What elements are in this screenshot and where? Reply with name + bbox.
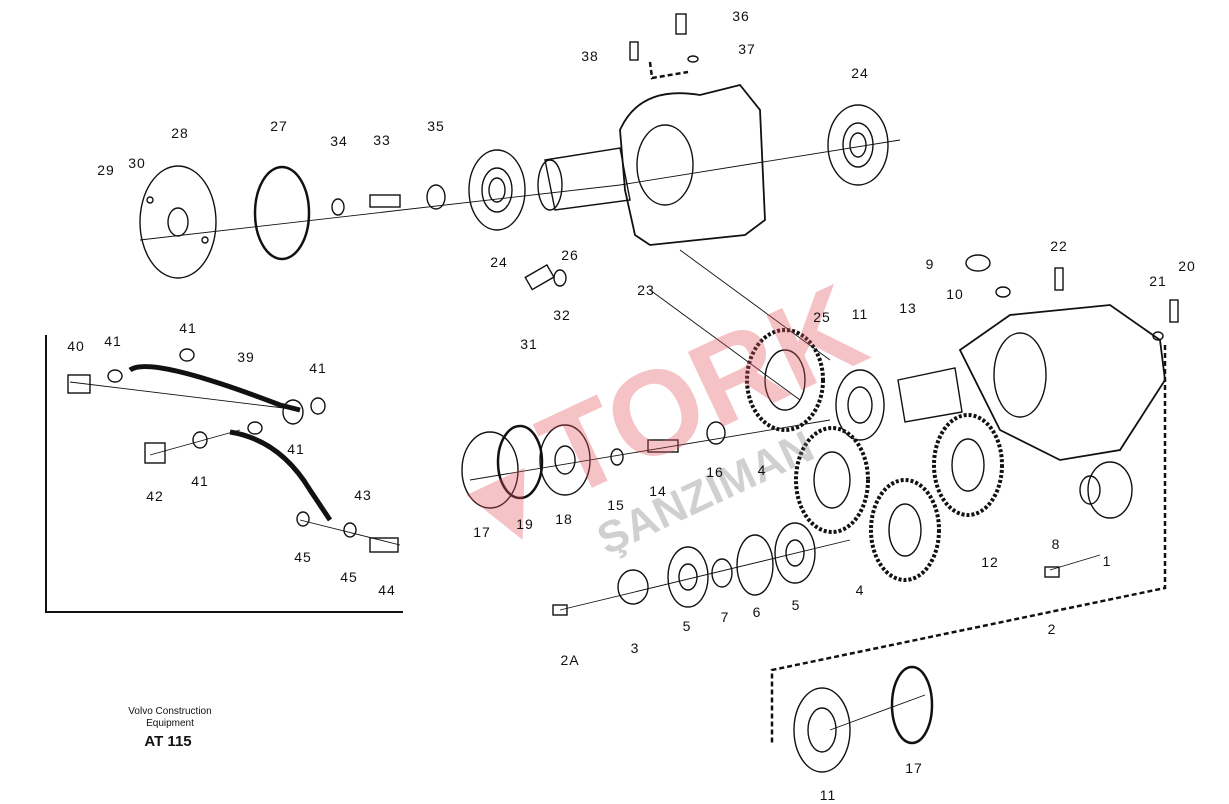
- part-label: 24: [490, 254, 508, 270]
- part-label: 11: [851, 306, 869, 322]
- part-label: 20: [1178, 258, 1196, 274]
- part-label: 30: [128, 155, 146, 171]
- part-label: 33: [373, 132, 391, 148]
- part-label: 12: [981, 554, 999, 570]
- part-label: 18: [555, 511, 573, 527]
- part-label: 2A: [560, 652, 580, 668]
- cover-28: [139, 165, 217, 279]
- part-label: 16: [706, 464, 724, 480]
- part-label: 8: [1051, 536, 1061, 552]
- part-label: 24: [851, 65, 869, 81]
- company-line-2: Equipment: [146, 718, 194, 729]
- part-label: 45: [294, 549, 312, 565]
- part-label: 41: [309, 360, 327, 376]
- part-label: 41: [287, 441, 305, 457]
- company-name: Volvo Construction Equipment: [128, 706, 211, 730]
- company-line-1: Volvo Construction: [128, 706, 212, 717]
- part-label: 45: [340, 569, 358, 585]
- part-label: 2: [1047, 621, 1057, 637]
- part-label: 28: [171, 125, 189, 141]
- diagram-code: AT 115: [144, 733, 192, 750]
- part-label: 19: [516, 516, 534, 532]
- part-label: 4: [855, 582, 865, 598]
- part-label: 7: [720, 609, 730, 625]
- part-label: 1: [1102, 553, 1112, 569]
- part-label: 10: [946, 286, 964, 302]
- part-label: 39: [237, 349, 255, 365]
- part-label: 41: [179, 320, 197, 336]
- housing-23: [619, 83, 766, 246]
- part-label: 17: [905, 760, 923, 776]
- part-label: 41: [104, 333, 122, 349]
- part-label: 3: [630, 640, 640, 656]
- part-label: 42: [146, 488, 164, 504]
- part-label: 21: [1149, 273, 1167, 289]
- housing-8: [958, 304, 1166, 461]
- part-label: 13: [899, 300, 917, 316]
- part-label: 11: [819, 787, 837, 803]
- part-label: 44: [378, 582, 396, 598]
- part-label: 43: [354, 487, 372, 503]
- part-label: 15: [607, 497, 625, 513]
- part-label: 26: [561, 247, 579, 263]
- part-label: 25: [813, 309, 831, 325]
- part-label: 29: [97, 162, 115, 178]
- part-label: 5: [682, 618, 692, 634]
- inset-frame: [45, 335, 403, 613]
- part-label: 5: [791, 597, 801, 613]
- part-label: 22: [1050, 238, 1068, 254]
- part-label: 27: [270, 118, 288, 134]
- part-label: 31: [520, 336, 538, 352]
- part-label: 34: [330, 133, 348, 149]
- part-label: 6: [752, 604, 762, 620]
- part-label: 41: [191, 473, 209, 489]
- part-label: 35: [427, 118, 445, 134]
- part-label: 23: [637, 282, 655, 298]
- part-label: 17: [473, 524, 491, 540]
- part-label: 9: [925, 256, 935, 272]
- part-label: 32: [553, 307, 571, 323]
- dashed-leader: [770, 345, 1167, 745]
- part-label: 4: [757, 462, 767, 478]
- part-label: 37: [738, 41, 756, 57]
- part-label: 14: [649, 483, 667, 499]
- part-label: 40: [67, 338, 85, 354]
- part-label: 38: [581, 48, 599, 64]
- part-label: 36: [732, 8, 750, 24]
